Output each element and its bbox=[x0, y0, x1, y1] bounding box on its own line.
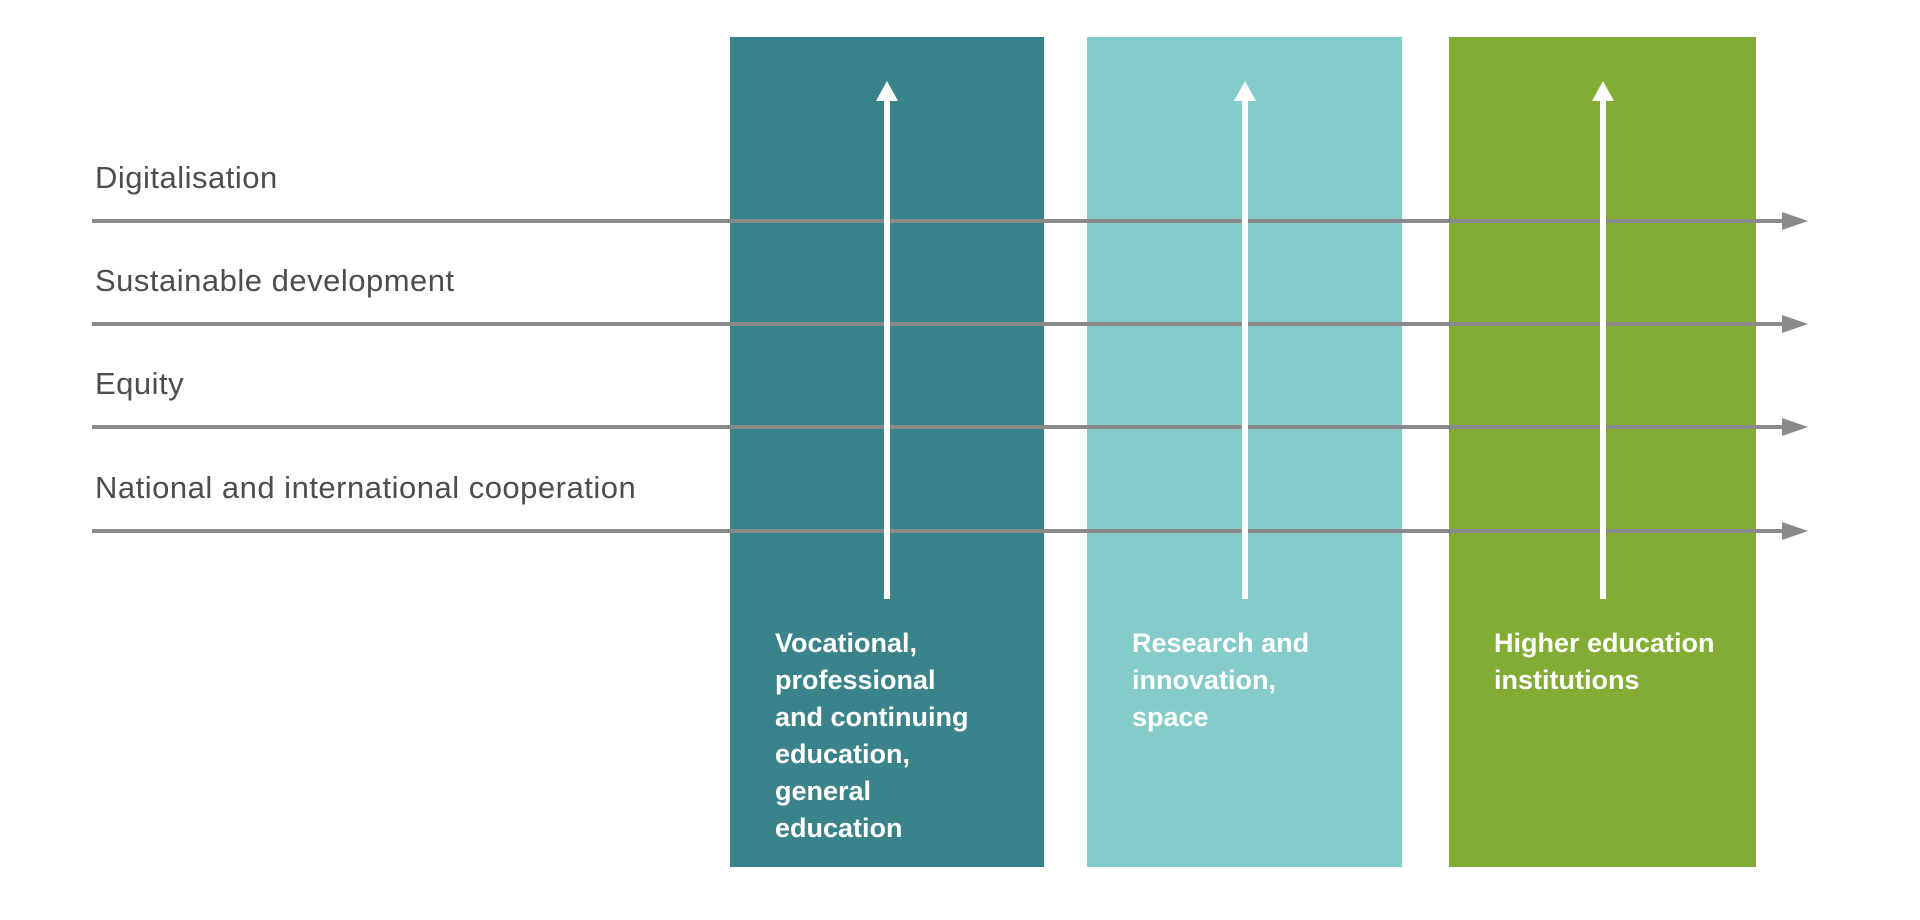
up-arrowhead-icon bbox=[1591, 81, 1614, 101]
theme-label-sustainable-development: Sustainable development bbox=[95, 263, 455, 298]
theme-arrow-digitalisation bbox=[92, 212, 1808, 230]
theme-arrow-equity bbox=[92, 418, 1808, 436]
pillar-label-vocational-education: Vocational, professional and continuing … bbox=[775, 628, 969, 843]
theme-label-national-international-cooperation: National and international cooperation bbox=[95, 470, 637, 505]
up-arrow-shaft bbox=[1599, 99, 1606, 599]
pillar-vocational-education: Vocational, professional and continuing … bbox=[730, 37, 1044, 867]
right-arrowhead-icon bbox=[1782, 212, 1808, 230]
up-arrowhead-icon bbox=[1233, 81, 1256, 101]
up-arrow-shaft bbox=[884, 99, 890, 599]
pillar-higher-education: Higher education institutions bbox=[1449, 37, 1756, 867]
pillar-research-innovation: Research and innovation, space bbox=[1087, 37, 1402, 867]
theme-label-equity: Equity bbox=[95, 366, 185, 401]
theme-arrow-sustainable-development bbox=[92, 315, 1808, 333]
up-arrowhead-icon bbox=[876, 81, 898, 101]
right-arrowhead-icon bbox=[1782, 418, 1808, 436]
theme-label-digitalisation: Digitalisation bbox=[95, 160, 278, 195]
right-arrowhead-icon bbox=[1782, 315, 1808, 333]
pillar-label-higher-education: Higher education institutions bbox=[1494, 628, 1715, 695]
up-arrow-shaft bbox=[1241, 99, 1248, 599]
right-arrowhead-icon bbox=[1782, 522, 1808, 540]
theme-arrow-national-international-cooperation bbox=[92, 522, 1808, 540]
pillar-label-research-innovation: Research and innovation, space bbox=[1132, 628, 1310, 732]
